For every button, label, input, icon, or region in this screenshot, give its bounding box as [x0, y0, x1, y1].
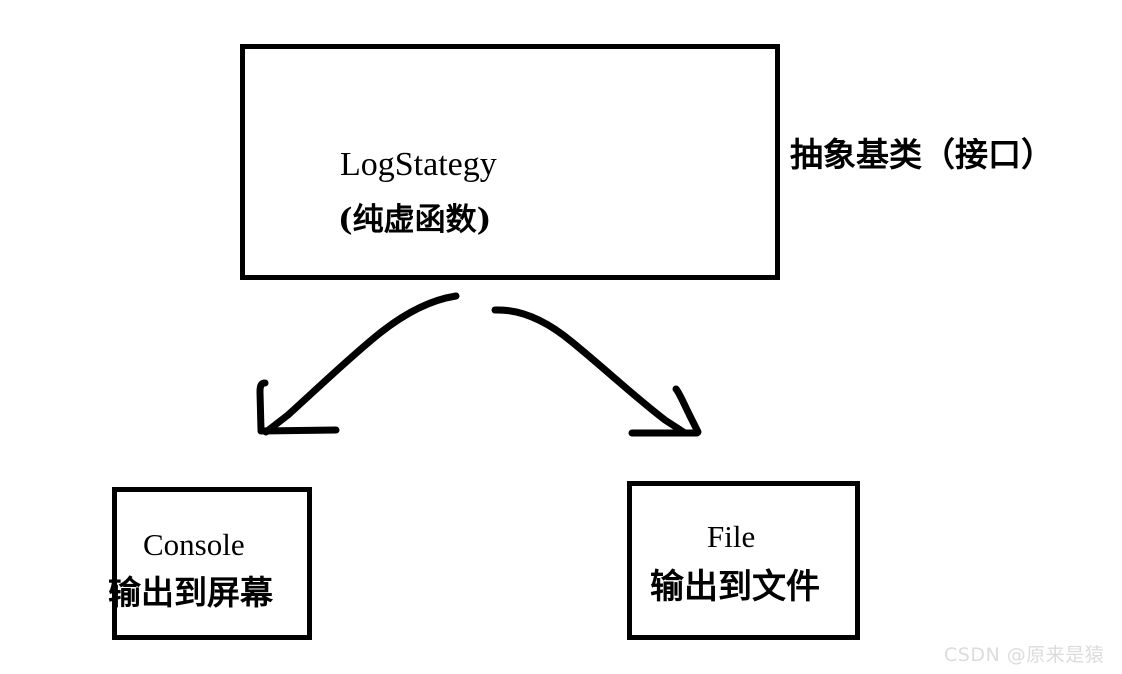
csdn-watermark: CSDN @原来是猿	[944, 644, 1105, 666]
console-class-name: Console	[143, 527, 245, 562]
abstract-base-class-label: 抽象基类（接口）	[790, 135, 1054, 174]
node-box-logstategy	[240, 44, 780, 280]
arrow-to-file-icon	[491, 306, 702, 437]
file-class-name: File	[707, 519, 756, 554]
file-output-note: 输出到文件	[650, 567, 820, 607]
logstategy-pure-virtual-note: (纯虚函数)	[338, 202, 492, 238]
arrow-to-console-icon	[256, 292, 460, 436]
logstategy-class-name: LogStategy	[340, 146, 497, 183]
node-box-console	[112, 487, 312, 640]
node-box-file	[627, 481, 860, 640]
console-output-note: 输出到屏幕	[108, 573, 273, 612]
